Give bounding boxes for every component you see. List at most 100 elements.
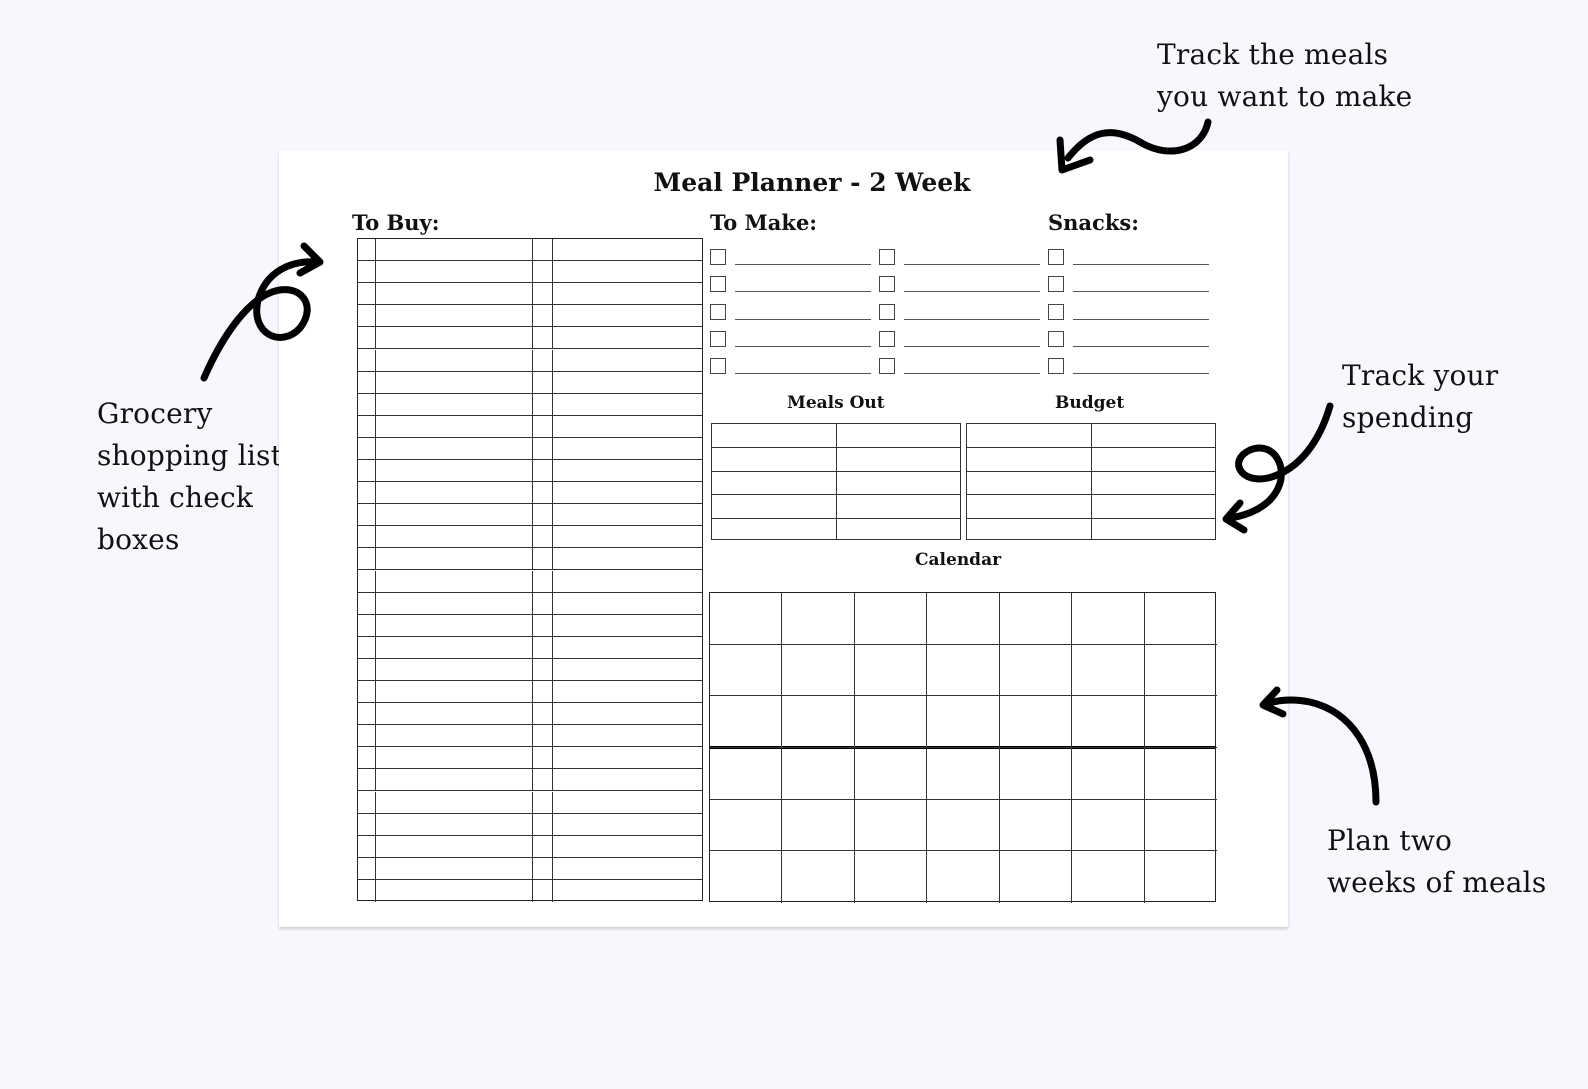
write-line[interactable] [735,373,871,374]
item-cell[interactable] [376,879,533,902]
checkbox-cell[interactable] [358,681,376,703]
to-buy-row[interactable] [358,239,702,262]
calendar-cell[interactable] [710,748,783,800]
to-buy-row[interactable] [358,658,702,681]
to-buy-row[interactable] [358,703,702,726]
checkbox-cell[interactable] [358,504,376,526]
calendar-cell[interactable] [1144,800,1217,852]
checklist-item[interactable] [879,249,1044,267]
checkbox-icon[interactable] [1048,304,1064,320]
to-buy-row[interactable] [358,769,702,792]
write-line[interactable] [904,291,1040,292]
checkbox-cell[interactable] [533,570,553,592]
checkbox-cell[interactable] [358,835,376,857]
item-cell[interactable] [376,504,533,526]
write-line[interactable] [904,319,1040,320]
write-line[interactable] [904,373,1040,374]
checkbox-cell[interactable] [358,570,376,592]
item-cell[interactable] [376,614,533,636]
checkbox-cell[interactable] [533,437,553,459]
item-cell[interactable] [376,548,533,570]
checkbox-cell[interactable] [358,703,376,725]
to-buy-row[interactable] [358,526,702,549]
checklist-item[interactable] [710,249,875,267]
to-buy-row[interactable] [358,349,702,372]
item-cell[interactable] [376,703,533,725]
checkbox-cell[interactable] [358,482,376,504]
calendar-cell[interactable] [710,593,783,645]
checkbox-icon[interactable] [1048,249,1064,265]
calendar-cell[interactable] [1144,748,1217,800]
calendar-cell[interactable] [1145,851,1217,903]
write-line[interactable] [1073,346,1209,347]
item-cell[interactable] [376,283,533,305]
checkbox-cell[interactable] [358,239,376,261]
calendar-cell[interactable] [999,748,1073,800]
calendar-cell[interactable] [927,851,1000,903]
checkbox-cell[interactable] [358,393,376,415]
calendar-cell[interactable] [1072,851,1145,903]
to-buy-row[interactable] [358,305,702,328]
item-cell[interactable] [376,857,533,879]
checkbox-cell[interactable] [358,658,376,680]
checkbox-cell[interactable] [533,305,553,327]
checklist-item[interactable] [1048,331,1213,349]
checkbox-cell[interactable] [358,592,376,614]
item-cell[interactable] [376,349,533,371]
checkbox-cell[interactable] [358,857,376,879]
calendar-cell[interactable] [854,696,928,748]
write-line[interactable] [1073,291,1209,292]
write-line[interactable] [1073,373,1209,374]
calendar-cell[interactable] [927,696,1000,748]
write-line[interactable] [735,264,871,265]
to-buy-row[interactable] [358,747,702,770]
to-buy-row[interactable] [358,437,702,460]
checklist-item[interactable] [1048,276,1213,294]
calendar-cell[interactable] [782,696,855,748]
to-buy-row[interactable] [358,548,702,571]
calendar-cell[interactable] [999,644,1073,697]
checklist-item[interactable] [879,276,1044,294]
checkbox-icon[interactable] [879,331,895,347]
write-line[interactable] [904,346,1040,347]
checkbox-cell[interactable] [533,791,553,813]
checklist-item[interactable] [1048,358,1213,376]
checkbox-cell[interactable] [533,769,553,791]
item-cell[interactable] [376,261,533,283]
calendar-cell[interactable] [999,799,1073,852]
checkbox-cell[interactable] [533,415,553,437]
to-buy-row[interactable] [358,791,702,814]
checkbox-cell[interactable] [358,437,376,459]
checklist-item[interactable] [710,304,875,322]
calendar-cell[interactable] [1000,851,1073,903]
checkbox-icon[interactable] [710,331,726,347]
checkbox-icon[interactable] [710,358,726,374]
to-buy-row[interactable] [358,857,702,880]
checkbox-cell[interactable] [358,548,376,570]
calendar-cell[interactable] [782,748,855,800]
to-buy-row[interactable] [358,504,702,527]
checkbox-cell[interactable] [533,526,553,548]
checkbox-icon[interactable] [710,276,726,292]
checklist-item[interactable] [1048,249,1213,267]
checkbox-cell[interactable] [533,703,553,725]
checkbox-cell[interactable] [533,835,553,857]
item-cell[interactable] [376,747,533,769]
checkbox-cell[interactable] [358,371,376,393]
checkbox-cell[interactable] [533,636,553,658]
checkbox-icon[interactable] [710,249,726,265]
checkbox-cell[interactable] [533,592,553,614]
calendar-cell[interactable] [710,851,783,903]
calendar-cell[interactable] [855,851,928,903]
write-line[interactable] [735,346,871,347]
to-buy-row[interactable] [358,415,702,438]
item-cell[interactable] [376,835,533,857]
calendar-cell[interactable] [999,593,1073,645]
checklist-item[interactable] [879,304,1044,322]
checkbox-cell[interactable] [533,548,553,570]
checkbox-icon[interactable] [710,304,726,320]
calendar-cell[interactable] [854,748,928,800]
checkbox-cell[interactable] [533,681,553,703]
calendar-cell[interactable] [854,593,928,645]
checkbox-icon[interactable] [879,276,895,292]
